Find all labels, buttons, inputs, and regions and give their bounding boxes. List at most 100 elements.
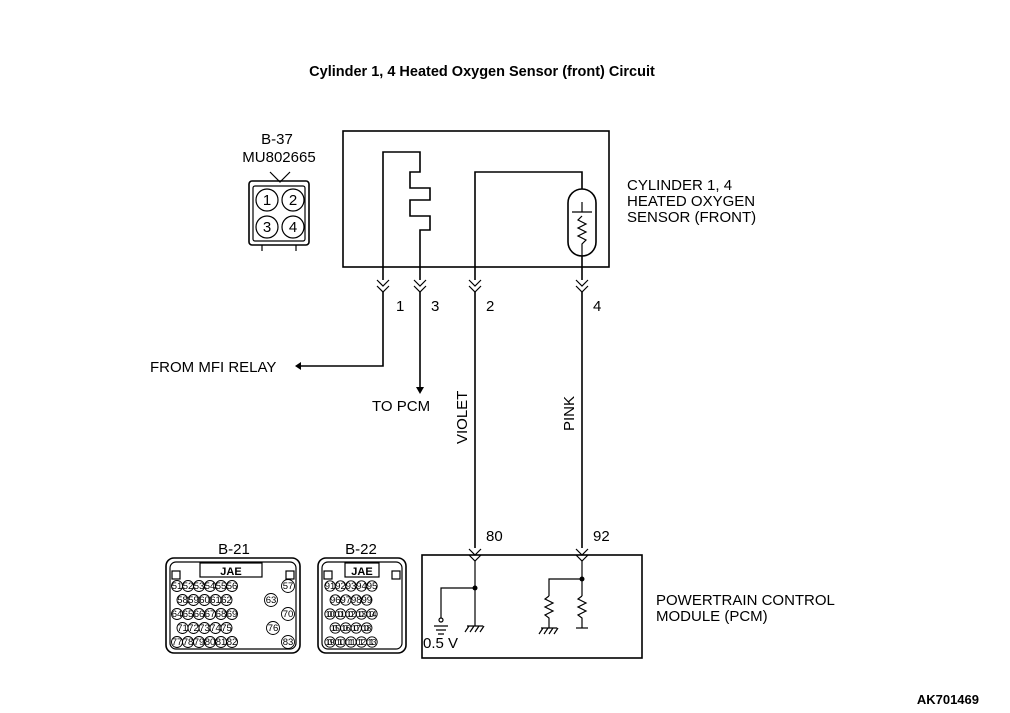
connector-brand-box bbox=[344, 562, 380, 578]
connector-id-b37: B-37 bbox=[261, 131, 293, 148]
relay-arrow-icon bbox=[295, 362, 301, 370]
connector-pin-number: 96 bbox=[330, 595, 341, 606]
connector-pin-2 bbox=[281, 188, 305, 212]
connector-part-number: MU802665 bbox=[242, 149, 315, 166]
connector-pin-cavity bbox=[266, 621, 280, 635]
connector-pin-cavity bbox=[366, 636, 378, 648]
connector-pin-number: 110 bbox=[336, 637, 345, 647]
connector-pin-number: 111 bbox=[347, 637, 356, 647]
connector-pin-number: 71 bbox=[177, 623, 188, 634]
pcm-outline bbox=[421, 554, 643, 659]
connector-pin-cavity bbox=[226, 608, 238, 620]
connector-pin-number: 95 bbox=[367, 581, 378, 592]
connector-pin-cavity bbox=[361, 622, 373, 634]
connector-pin-number: 81 bbox=[216, 637, 227, 648]
pcm-pin-label: 80 bbox=[486, 528, 503, 545]
connector-pin-number: 53 bbox=[194, 581, 205, 592]
sensor-box bbox=[342, 130, 610, 280]
figure-code: AK701469 bbox=[917, 692, 979, 707]
connector-pin-cavity bbox=[226, 580, 238, 592]
connector-pin-cavity bbox=[366, 608, 378, 620]
sensor-connector-b37: B-37 MU802665 1 2 3 4 bbox=[242, 131, 316, 251]
connector-pin-number: 99 bbox=[361, 595, 372, 606]
pcm-box: 0.5 V bbox=[421, 548, 643, 659]
connector-pin-cavity bbox=[220, 622, 233, 634]
connector-pin-number: 83 bbox=[283, 637, 294, 648]
connector-pin-number: 112 bbox=[357, 637, 366, 647]
connector-brand-box bbox=[199, 562, 263, 578]
from-relay-label: FROM MFI RELAY bbox=[150, 359, 276, 376]
connector-pin-number: 58 bbox=[177, 595, 188, 606]
connector-pin-label: 2 bbox=[289, 192, 297, 209]
connector-pin-number: 57 bbox=[283, 581, 294, 592]
connector-pin-number: 56 bbox=[227, 581, 238, 592]
sensor-label-line: SENSOR (FRONT) bbox=[627, 209, 756, 226]
connector-shell bbox=[317, 557, 407, 654]
connector-pin-number: 74 bbox=[210, 623, 221, 634]
connector-pin-cavity bbox=[281, 635, 295, 649]
connector-pin-cavity bbox=[281, 579, 295, 593]
connector-pin-number: 78 bbox=[183, 637, 194, 648]
connector-pin-number: 52 bbox=[183, 581, 194, 592]
connector-pin-number: 100 bbox=[326, 609, 335, 619]
connector-pin-number: 101 bbox=[336, 609, 345, 619]
resistor-icon bbox=[576, 595, 588, 628]
wire-pin-label: 4 bbox=[593, 298, 601, 315]
sensor-lead-pin2 bbox=[474, 171, 583, 280]
connector-pin-number: 103 bbox=[357, 609, 366, 619]
reference-voltage-icon bbox=[434, 625, 448, 635]
connector-pin-3 bbox=[255, 215, 279, 239]
wire-pin-label: 2 bbox=[486, 298, 494, 315]
connector-pin-number: 105 bbox=[331, 623, 340, 633]
connector-pin-number: 68 bbox=[216, 609, 227, 620]
connector-pin-cavity bbox=[361, 594, 373, 606]
sensor-resistor-symbol bbox=[576, 215, 588, 256]
wire-from-relay bbox=[301, 292, 384, 367]
connector-pin-number: 113 bbox=[368, 637, 377, 647]
connector-pin-number: 66 bbox=[194, 609, 205, 620]
wire-color-pink: PINK bbox=[561, 396, 578, 431]
connector-pin-number: 104 bbox=[368, 609, 377, 619]
pcm-label-line: MODULE (PCM) bbox=[656, 608, 768, 625]
connector-body bbox=[248, 180, 310, 246]
connector-pin-cavity bbox=[220, 594, 233, 606]
connector-brand: JAE bbox=[351, 566, 372, 578]
sensor-outline bbox=[342, 130, 610, 268]
connector-pin-number: 51 bbox=[172, 581, 183, 592]
connector-pin-number: 70 bbox=[283, 609, 294, 620]
sensor-label-line: CYLINDER 1, 4 bbox=[627, 177, 732, 194]
connector-pin-number: 61 bbox=[210, 595, 221, 606]
connector-pin-number: 97 bbox=[340, 595, 351, 606]
connector-pin-label: 4 bbox=[289, 219, 297, 236]
connector-pin-cavity bbox=[366, 580, 378, 592]
connector-pin-number: 72 bbox=[188, 623, 199, 634]
diagram-title: Cylinder 1, 4 Heated Oxygen Sensor (fron… bbox=[309, 64, 655, 80]
connector-pin-number: 69 bbox=[227, 609, 238, 620]
connector-pin-number: 55 bbox=[216, 581, 227, 592]
sensor-label-line: HEATED OXYGEN bbox=[627, 193, 755, 210]
connector-pin-number: 60 bbox=[199, 595, 210, 606]
connector-brand: JAE bbox=[220, 566, 241, 578]
connector-pin-number: 92 bbox=[335, 581, 346, 592]
connector-pin-number: 98 bbox=[351, 595, 362, 606]
terminal-chevrons bbox=[376, 279, 589, 293]
connector-pin-number: 91 bbox=[325, 581, 336, 592]
heater-element bbox=[382, 151, 431, 280]
connector-pin-cavity bbox=[226, 636, 238, 648]
connector-pin-number: 63 bbox=[266, 595, 277, 606]
wire-pin-label: 1 bbox=[396, 298, 404, 315]
connector-pin-number: 108 bbox=[362, 623, 371, 633]
connector-shell-inner bbox=[169, 561, 297, 650]
ground-icon bbox=[538, 627, 559, 635]
pcm-connector-id: B-22 bbox=[345, 541, 377, 558]
resistor-icon bbox=[543, 595, 555, 628]
connector-pin-number: 102 bbox=[347, 609, 356, 619]
connector-inner bbox=[252, 185, 306, 242]
pcm-connector-id: B-21 bbox=[218, 541, 250, 558]
connector-pin-number: 73 bbox=[199, 623, 210, 634]
connector-pin-number: 75 bbox=[221, 623, 232, 634]
connector-shell bbox=[165, 557, 301, 654]
